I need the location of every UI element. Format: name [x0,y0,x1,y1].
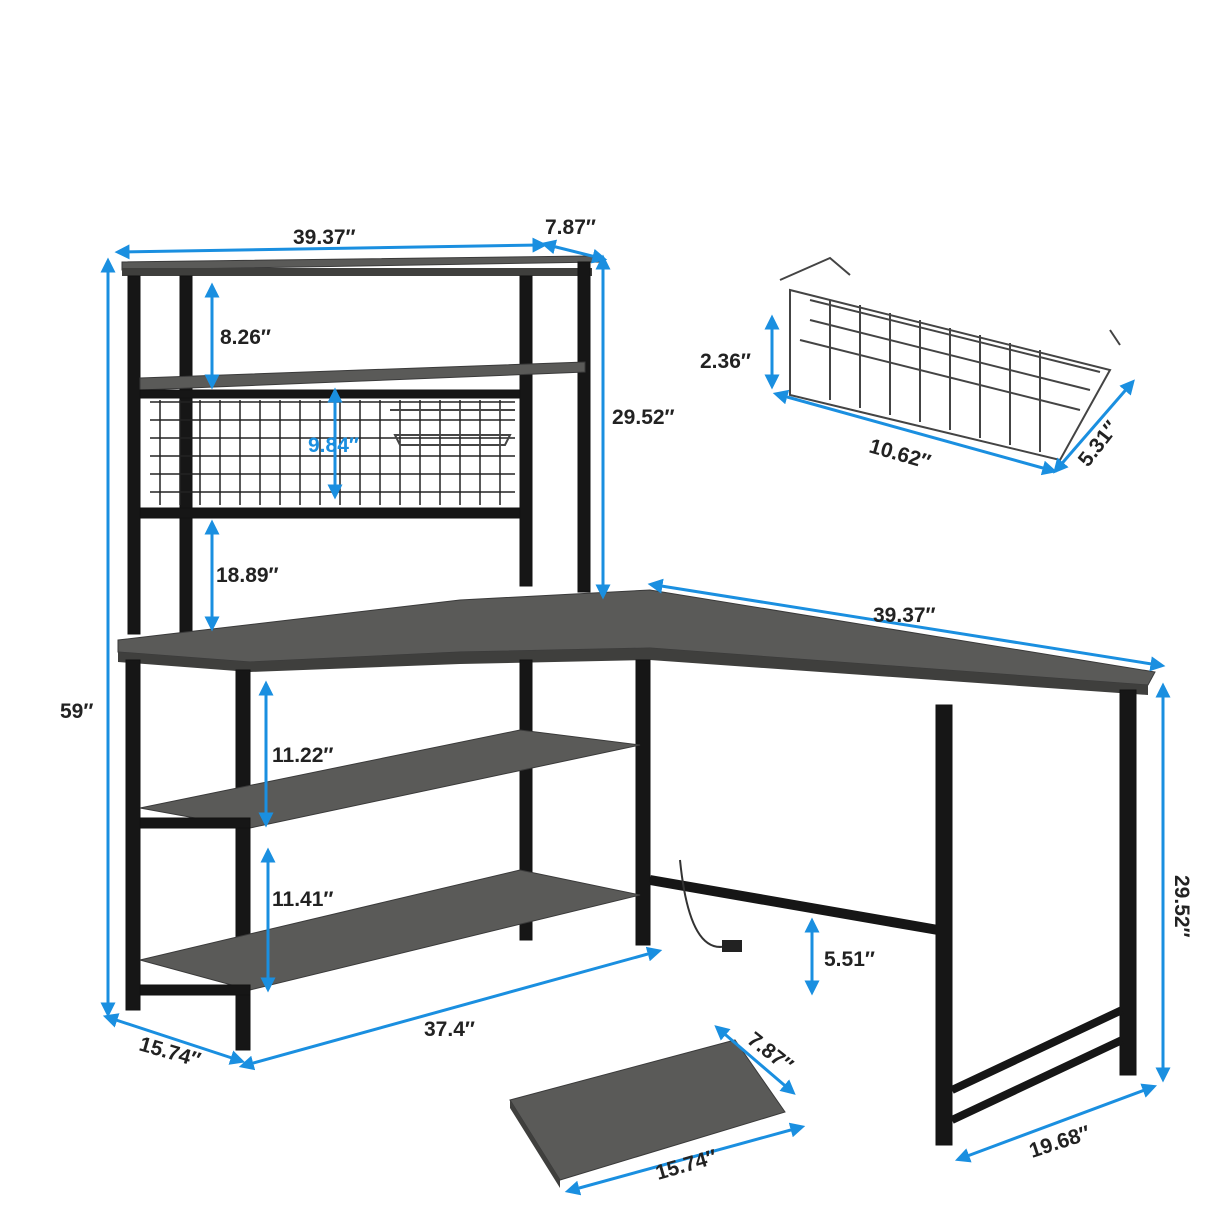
label-side-length: 37.4″ [424,1018,475,1041]
label-total-height: 59″ [60,700,93,723]
label-basket-height: 2.36″ [700,350,751,373]
dimension-lines [100,237,1171,1196]
label-top-shelf-gap: 8.26″ [220,326,271,349]
label-grid-panel-height: 9.84″ [308,434,359,457]
label-shelf-gap-upper: 11.22″ [272,744,333,767]
label-desk-height: 29.52″ [1170,875,1193,938]
label-hutch-depth: 7.87″ [545,216,596,239]
power-cable [679,859,731,948]
label-basket-length: 10.62″ [867,435,934,474]
wire-basket [779,256,1121,462]
loose-shelf [509,1039,786,1188]
desk [117,589,1156,1146]
label-floor-clearance: 5.51″ [824,948,875,971]
hutch [121,255,602,647]
label-hutch-height: 29.52″ [612,406,675,429]
label-desk-length: 39.37″ [873,604,936,627]
label-hutch-width: 39.37″ [293,226,356,249]
label-hutch-lower-gap: 18.89″ [216,564,279,587]
power-outlet [722,940,742,952]
label-basket-depth: 5.31″ [1074,417,1123,471]
label-desk-depth: 19.68″ [1026,1122,1093,1163]
label-shelf-gap-lower: 11.41″ [272,888,333,911]
label-loose-shelf-length: 15.74″ [653,1145,720,1184]
